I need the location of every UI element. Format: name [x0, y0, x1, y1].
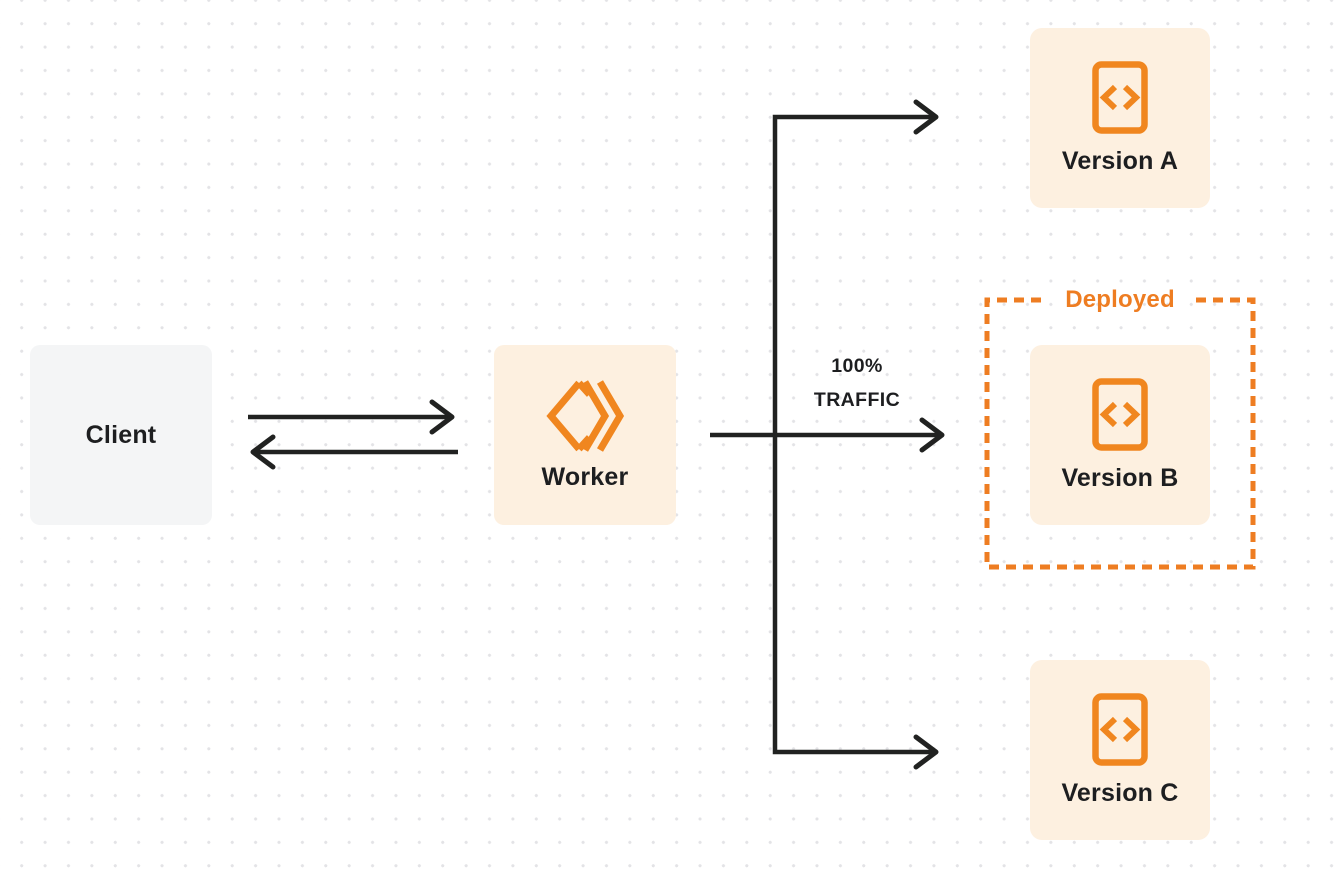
traffic-annotation: 100% TRAFFIC — [787, 349, 927, 417]
version-a-label: Version A — [1061, 146, 1179, 175]
client-label: Client — [85, 420, 157, 449]
traffic-percent: 100% — [831, 355, 883, 377]
arrow-branch-to-version-c — [772, 435, 939, 770]
node-version-c: Version C — [1030, 660, 1210, 840]
node-client: Client — [30, 345, 212, 525]
arrow-branch-to-version-a — [772, 99, 939, 435]
deployed-group-label: Deployed — [1065, 286, 1175, 313]
traffic-word: TRAFFIC — [813, 389, 901, 411]
node-version-b: Version B — [1030, 345, 1210, 525]
version-b-label: Version B — [1061, 463, 1179, 492]
node-worker: Worker — [494, 345, 676, 525]
node-version-a: Version A — [1030, 28, 1210, 208]
worker-label: Worker — [541, 462, 629, 491]
version-c-label: Version C — [1061, 778, 1179, 807]
code-file-icon — [1092, 692, 1148, 766]
cloudflare-workers-logo-icon — [546, 379, 625, 453]
code-file-icon — [1092, 377, 1148, 451]
code-file-icon — [1092, 60, 1148, 134]
